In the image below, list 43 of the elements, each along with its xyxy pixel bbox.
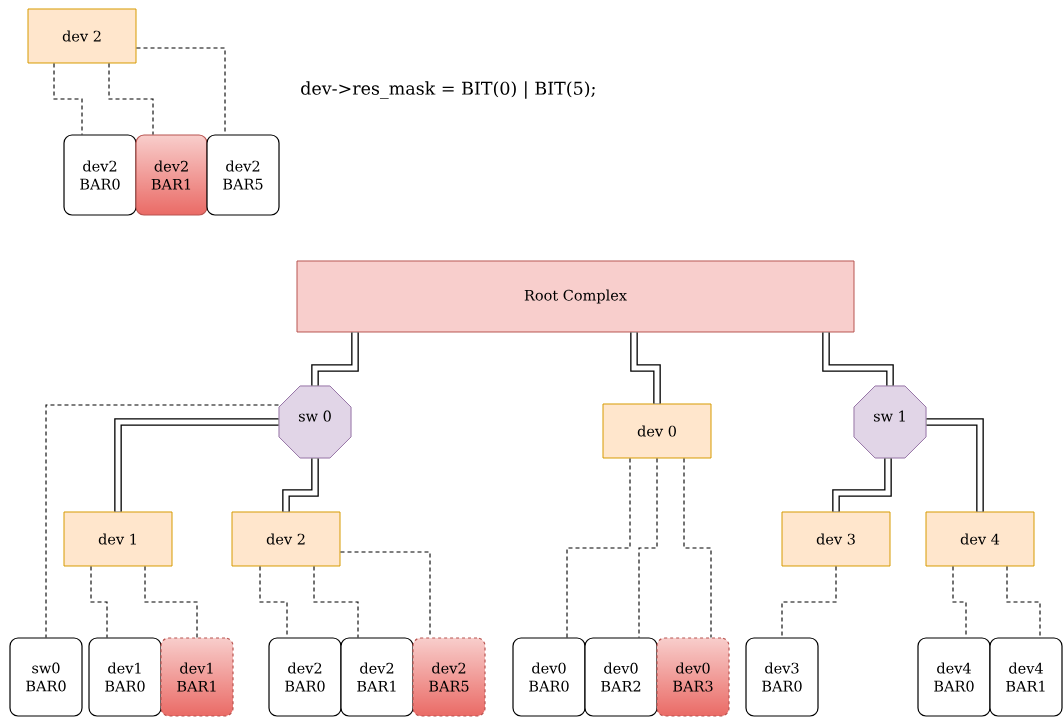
connector [108, 62, 154, 135]
device-box: dev 1 [63, 511, 173, 567]
bar-box: dev1 BAR1 [160, 637, 234, 717]
device-box: dev 3 [781, 511, 891, 567]
bar-box: dev2 BAR5 [412, 637, 486, 717]
connector [683, 457, 712, 638]
bar-box: dev0 BAR2 [584, 637, 658, 717]
bar-box: dev0 BAR3 [656, 637, 730, 717]
connector [638, 457, 658, 638]
connector [630, 332, 661, 404]
bar-box: dev2 BAR5 [206, 134, 280, 216]
connector [45, 404, 280, 638]
bar-box: dev2 BAR1 [340, 637, 414, 717]
connector [1006, 565, 1041, 638]
bar-box: sw0 BAR0 [9, 637, 83, 717]
connector [144, 565, 198, 638]
connector [832, 458, 892, 512]
connector [313, 565, 359, 638]
bar-box: dev4 BAR1 [989, 637, 1063, 717]
connector [311, 332, 359, 386]
bar-box: dev2 BAR0 [63, 134, 137, 216]
bar-box: dev2 BAR1 [135, 134, 208, 216]
connector [781, 565, 837, 638]
connector [822, 332, 894, 386]
bar-box: dev3 BAR0 [745, 637, 819, 717]
switch-octagon: sw 0 [278, 385, 352, 459]
device-box: dev 2 [231, 511, 341, 567]
code-text: dev->res_mask = BIT(0) | BIT(5); [301, 81, 595, 99]
connector [90, 565, 108, 638]
root-complex-box: Root Complex [296, 260, 855, 333]
connector [282, 458, 319, 512]
connector [926, 418, 984, 512]
bar-box: dev2 BAR0 [268, 637, 342, 717]
switch-octagon: sw 1 [853, 385, 927, 459]
connector [114, 418, 279, 512]
bar-box: dev4 BAR0 [917, 637, 991, 717]
device-box: dev 2 [27, 8, 137, 64]
connector [566, 457, 631, 638]
bar-box: dev0 BAR0 [512, 637, 586, 717]
connector [135, 47, 226, 135]
device-box: dev 4 [925, 511, 1035, 567]
device-box: dev 0 [602, 403, 712, 459]
bar-box: dev1 BAR0 [88, 637, 162, 717]
